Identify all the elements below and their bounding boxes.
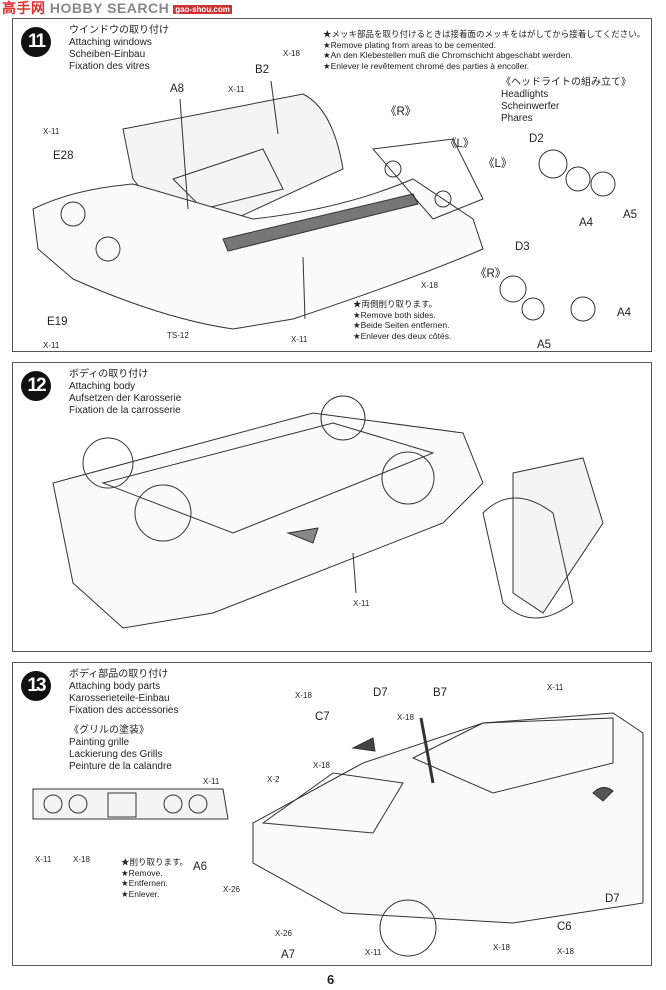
step-11-illustration: [32, 80, 616, 330]
step-13-illustration: [32, 712, 644, 957]
part-label: A5: [623, 209, 638, 221]
part-label: X-11: [203, 777, 220, 786]
note-line: ★Entfernen.: [121, 878, 168, 888]
part-label: X-18: [313, 761, 330, 770]
note-line: ★メッキ部品を取り付けるときは接着面のメッキをはがしてから接着してください。: [323, 29, 646, 39]
part-label: X-18: [421, 281, 438, 290]
heading-fr: Peinture de la calandre: [69, 761, 172, 772]
part-label: X-18: [493, 943, 510, 952]
part-label: X-26: [223, 885, 240, 894]
part-label: X-2: [267, 775, 280, 784]
note-line: ★Remove both sides.: [353, 309, 436, 320]
note-line: ★Beide Seiten entfernen.: [353, 320, 450, 330]
step-number-badge: 11: [21, 27, 51, 57]
title-de: Karosserieteile-Einbau: [69, 693, 170, 704]
step-number-badge: 13: [21, 671, 51, 701]
heading-jp: 《グリルの塗装》: [69, 725, 149, 736]
part-label: X-18: [557, 947, 574, 956]
page-number: 6: [327, 972, 335, 987]
part-label: X-18: [397, 713, 414, 722]
part-label: X-11: [228, 85, 245, 94]
title-jp: ボディの取り付け: [69, 369, 149, 380]
part-label: X-11: [43, 127, 60, 136]
step-title: ボディの取り付け Attaching body Aufsetzen der Ka…: [69, 369, 181, 417]
logo-brand: HOBBY SEARCH: [49, 0, 170, 16]
part-label: B7: [433, 687, 448, 699]
part-label: E28: [53, 150, 74, 162]
plating-note: ★メッキ部品を取り付けるときは接着面のメッキをはがしてから接着してください。 ★…: [323, 29, 645, 71]
part-label: E19: [47, 316, 68, 328]
step-12-panel: 12 ボディの取り付け Attaching body Aufsetzen der…: [12, 362, 652, 652]
title-fr: Fixation de la carrosserie: [69, 405, 181, 416]
remove-note: ★両側削り取ります。 ★Remove both sides. ★Beide Se…: [353, 299, 451, 341]
note-line: ★両側削り取ります。: [353, 299, 438, 309]
note-line: ★削り取ります。: [121, 857, 189, 867]
part-label: D3: [515, 241, 530, 253]
part-label: X-18: [283, 49, 300, 58]
part-label: 《L》: [445, 138, 475, 150]
part-label: X-11: [35, 855, 52, 864]
note-line: ★Remove plating from areas to be cemente…: [323, 39, 496, 50]
part-label: TS-12: [167, 331, 189, 340]
title-fr: Fixation des vitres: [69, 61, 150, 72]
title-de: Scheiben-Einbau: [69, 49, 146, 60]
title-fr: Fixation des accessories: [69, 705, 179, 716]
part-label: X-18: [73, 855, 90, 864]
title-jp: ボディ部品の取り付け: [69, 669, 169, 680]
part-label: D7: [373, 687, 388, 699]
part-label: A6: [193, 861, 208, 873]
part-label: D2: [529, 133, 544, 145]
step-12-illustration: [52, 395, 604, 629]
heading-fr: Phares: [501, 113, 533, 124]
part-label: A4: [579, 217, 594, 229]
note-line: ★An den Klebestellen muß die Chromschich…: [323, 50, 573, 60]
part-label: X-26: [275, 929, 292, 938]
heading-de: Scheinwerfer: [501, 101, 560, 112]
part-label: 《R》: [475, 268, 507, 280]
part-label: A8: [170, 83, 185, 95]
part-label: B2: [255, 64, 270, 76]
step-title: ボディ部品の取り付け Attaching body parts Karosser…: [69, 669, 179, 717]
heading-de: Lackierung des Grills: [69, 749, 163, 760]
part-label: C7: [315, 711, 330, 723]
note-line: ★Remove.: [121, 867, 163, 878]
step-11-panel: 11 ウインドウの取り付け Attaching windows Scheiben…: [12, 18, 652, 352]
title-jp: ウインドウの取り付け: [69, 25, 169, 36]
part-label: A5: [537, 339, 552, 351]
part-label: 《L》: [483, 158, 513, 170]
headlights-heading: 《ヘッドライトの組み立て》 Headlights Scheinwerfer Ph…: [501, 77, 631, 125]
part-label: X-11: [291, 335, 308, 344]
part-label: X-11: [547, 683, 564, 692]
note-line: ★Enlever le revêtement chromé des partie…: [323, 60, 530, 71]
heading-en: Headlights: [501, 89, 549, 100]
step-number-badge: 12: [21, 371, 51, 401]
part-label: A4: [617, 307, 632, 319]
part-label: D7: [605, 893, 620, 905]
note-line: ★Enlever.: [121, 888, 160, 899]
part-label: A7: [281, 949, 296, 961]
step-title: ウインドウの取り付け Attaching windows Scheiben-Ei…: [69, 25, 169, 73]
part-label: X-11: [43, 341, 60, 350]
title-en: Attaching windows: [69, 37, 152, 48]
part-label: C6: [557, 921, 572, 933]
title-en: Attaching body: [69, 381, 136, 392]
heading-jp: 《ヘッドライトの組み立て》: [501, 77, 631, 88]
note-line: ★Enlever des deux côtés.: [353, 330, 452, 341]
title-de: Aufsetzen der Karosserie: [69, 393, 182, 404]
part-label: X-11: [353, 599, 370, 608]
part-label: X-18: [295, 691, 312, 700]
logo-url: gao-shou.com: [173, 4, 232, 14]
remove-note: ★削り取ります。 ★Remove. ★Entfernen. ★Enlever.: [121, 857, 188, 899]
part-label: 《R》: [385, 106, 417, 118]
title-en: Attaching body parts: [69, 681, 161, 692]
heading-en: Painting grille: [69, 737, 130, 748]
part-label: X-11: [365, 948, 382, 957]
logo-cn: 高手网: [2, 0, 46, 16]
grille-heading: 《グリルの塗装》 Painting grille Lackierung des …: [69, 725, 172, 773]
step-13-panel: 13 ボディ部品の取り付け Attaching body parts Karos…: [12, 662, 652, 966]
